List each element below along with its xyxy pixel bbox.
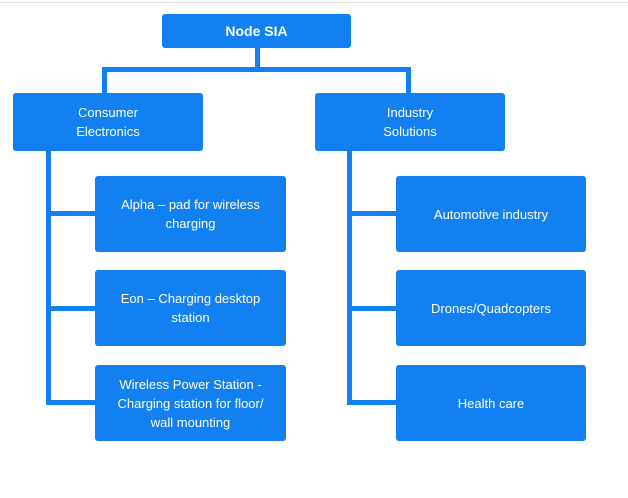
top-divider xyxy=(0,2,628,3)
leaf-node-automotive-industry: Automotive industry xyxy=(396,176,586,252)
root-node: Node SIA xyxy=(162,14,351,48)
leaf-label: Alpha – pad for wireless charging xyxy=(121,197,260,231)
branch-node-consumer-electronics: Consumer Electronics xyxy=(13,93,203,151)
branch-label: Consumer Electronics xyxy=(76,105,140,139)
connector-right-tick-1 xyxy=(347,211,397,216)
connector-horizontal-bar xyxy=(102,67,411,72)
connector-left-spine xyxy=(46,150,51,404)
connector-left-branch-down xyxy=(102,67,107,94)
leaf-node-eon: Eon – Charging desktop station xyxy=(95,270,286,346)
leaf-label: Wireless Power Station - Charging statio… xyxy=(117,376,264,430)
leaf-node-wireless-power-station: Wireless Power Station - Charging statio… xyxy=(95,365,286,441)
leaf-label: Automotive industry xyxy=(433,206,549,222)
connector-right-tick-2 xyxy=(347,306,397,311)
leaf-label: Drones/Quadcopters xyxy=(431,300,551,316)
leaf-label: Health care xyxy=(457,395,525,411)
leaf-node-alpha: Alpha – pad for wireless charging xyxy=(95,176,286,252)
connector-right-branch-down xyxy=(406,67,411,94)
connector-left-tick-3 xyxy=(46,400,96,405)
connector-left-tick-1 xyxy=(46,211,96,216)
connector-root-down xyxy=(255,47,260,70)
connector-right-spine xyxy=(347,150,352,404)
branch-label: Industry Solutions xyxy=(383,105,437,139)
connector-right-tick-3 xyxy=(347,400,397,405)
root-node-label: Node SIA xyxy=(225,22,288,39)
connector-left-tick-2 xyxy=(46,306,96,311)
leaf-node-drones-quadcopters: Drones/Quadcopters xyxy=(396,270,586,346)
branch-node-industry-solutions: Industry Solutions xyxy=(315,93,505,151)
leaf-label: Eon – Charging desktop station xyxy=(120,291,261,325)
leaf-node-health-care: Health care xyxy=(396,365,586,441)
